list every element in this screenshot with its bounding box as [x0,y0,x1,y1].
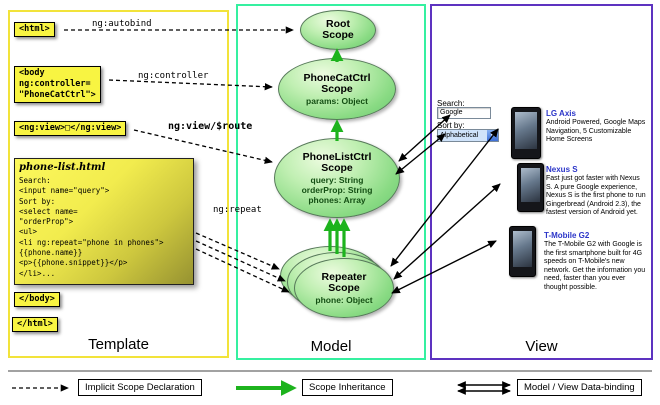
scope-prop: phone: Object [315,294,373,305]
legend-model-view-data-binding: Model / View Data-binding [517,379,642,396]
body-open-line-1: <body [19,68,45,78]
phone-link-nexus-s[interactable]: Nexus S [546,165,578,174]
phone-snippet: Fast just got faster with Nexus S. A pur… [546,175,646,217]
ng-view-route-label: ng:view/$route [168,121,253,132]
phone-snippet: Android Powered, Google Maps Navigation,… [546,119,646,144]
scope-prop: query: String [310,174,364,185]
code-line: <select name= [19,206,78,216]
ng-controller-label: ng:controller [138,71,209,81]
phone-image-tmobile-g2 [509,226,536,277]
repeater-scope-ellipse: Repeater Scope phone: Object [294,258,394,318]
body-open-line-3: "PhoneCatCtrl"> [19,90,96,100]
sort-by-label: Sort by: [437,121,465,130]
code-line: Sort by: [19,196,56,206]
code-line: <p>{{phone.snippet}}</p> [19,258,128,268]
code-line: Search: [19,176,51,185]
sort-select[interactable]: Alphabetical ▼ [437,129,499,142]
code-line: <ul> [19,227,38,237]
html-close-tag: </html> [12,317,58,332]
phone-screen [513,231,532,267]
phone-screen [521,168,540,202]
scope-prop: params: Object [306,95,368,106]
phone-list-title: phone-list.html [19,162,106,173]
sort-select-value: Alphabetical [438,130,487,141]
scope-prop: phones: Array [308,194,366,205]
search-input-value: Google [440,109,463,116]
root-scope-ellipse: Root Scope [300,10,376,50]
search-input[interactable]: Google [437,107,491,119]
phone-link-tmobile-g2[interactable]: T-Mobile G2 [544,231,590,240]
code-line: </li>... [19,268,56,278]
code-line: <input name="query"> [19,186,110,196]
code-line: "orderProp"> [19,217,74,227]
view-panel-label: View [525,338,558,355]
template-panel-label: Template [88,336,149,353]
phone-screen [515,112,537,149]
ng-repeat-label: ng:repeat [213,205,262,215]
phone-link-lg-axis[interactable]: LG Axis [546,109,576,118]
phone-snippet: The T-Mobile G2 with Google is the first… [544,241,646,291]
phonelistctrl-scope-ellipse: PhoneListCtrl Scope query: String orderP… [274,138,400,218]
phone-list-template-box: phone-list.html Search: <input name="que… [14,158,194,285]
scope-prop: orderProp: String [301,184,373,195]
phonecatctrl-scope-name: PhoneCatCtrl Scope [303,71,371,95]
ng-view-tag: <ng:view>□</ng:view> [14,121,127,136]
repeater-scope-name: Repeater Scope [321,270,367,294]
chevron-down-icon: ▼ [487,130,498,141]
template-panel: Template [8,10,229,358]
code-line: <li ng:repeat="phone in phones"> [19,237,164,247]
legend-implicit-scope-declaration: Implicit Scope Declaration [78,379,202,396]
body-close-tag: </body> [14,292,60,307]
code-line: {{phone.name}} [19,248,83,258]
root-scope-name: Root Scope [322,17,354,41]
phone-image-nexus-s [517,163,544,212]
ng-autobind-label: ng:autobind [92,19,152,29]
phonelistctrl-scope-name: PhoneListCtrl Scope [302,150,372,174]
search-label: Search: [437,99,465,108]
body-open-line-2: ng:controller= [19,79,91,89]
model-panel-label: Model [310,338,352,355]
legend-scope-inheritance: Scope Inheritance [302,379,393,396]
html-open-tag: <html> [14,22,55,37]
phonecatctrl-scope-ellipse: PhoneCatCtrl Scope params: Object [278,58,396,120]
body-open-tag: <body ng:controller= "PhoneCatCtrl"> [14,66,101,103]
phone-image-lg-axis [511,107,541,159]
